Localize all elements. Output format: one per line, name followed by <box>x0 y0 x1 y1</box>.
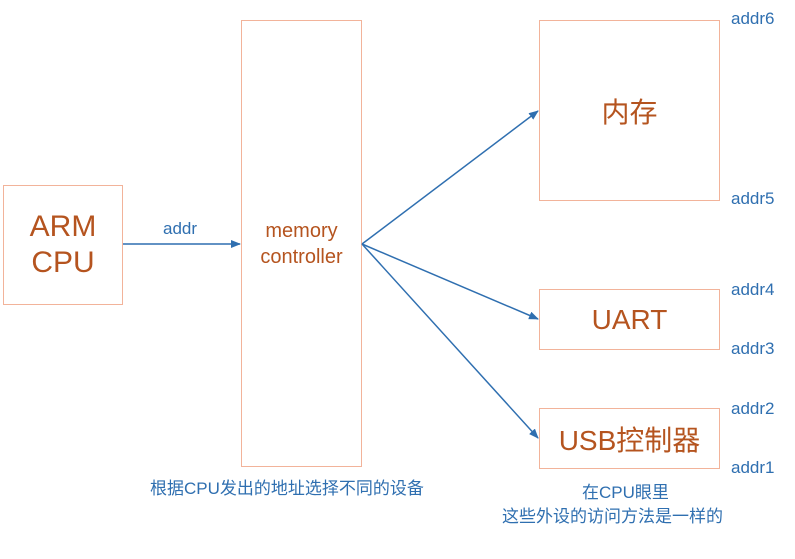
memory-controller-caption: 根据CPU发出的地址选择不同的设备 <box>150 479 424 498</box>
addr6-label: addr6 <box>731 9 775 28</box>
uart-box: UART <box>539 289 720 350</box>
addr3-label: addr3 <box>731 339 775 358</box>
uart-label: UART <box>591 303 668 335</box>
usb-controller-box: USB控制器 <box>539 408 720 469</box>
memory-controller-box: memory controller <box>241 20 362 467</box>
addr2-label: addr2 <box>731 399 775 418</box>
addr5-label: addr5 <box>731 189 775 208</box>
cpu-view-caption-line1: 在CPU眼里 <box>582 483 669 502</box>
addr-edge-label: addr <box>163 219 198 238</box>
arm-cpu-box: ARM CPU <box>3 185 123 305</box>
arrow-memory-controller-to-uart <box>361 243 539 320</box>
memory-controller-label-line1: memory <box>265 219 338 242</box>
arm-cpu-label-line1: ARM <box>29 210 97 243</box>
arrow-memory-controller-to-usb <box>361 243 539 439</box>
arm-cpu-label-line2: CPU <box>31 246 95 279</box>
usb-controller-label: USB控制器 <box>558 424 701 456</box>
memory-controller-label-line2: controller <box>260 245 343 268</box>
memory-label: 内存 <box>601 96 658 128</box>
memory-box: 内存 <box>539 20 720 201</box>
addr4-label: addr4 <box>731 280 775 299</box>
cpu-view-caption-line2: 这些外设的访问方法是一样的 <box>502 507 723 526</box>
arrow-memory-controller-to-memory <box>361 110 539 245</box>
addr1-label: addr1 <box>731 458 775 477</box>
